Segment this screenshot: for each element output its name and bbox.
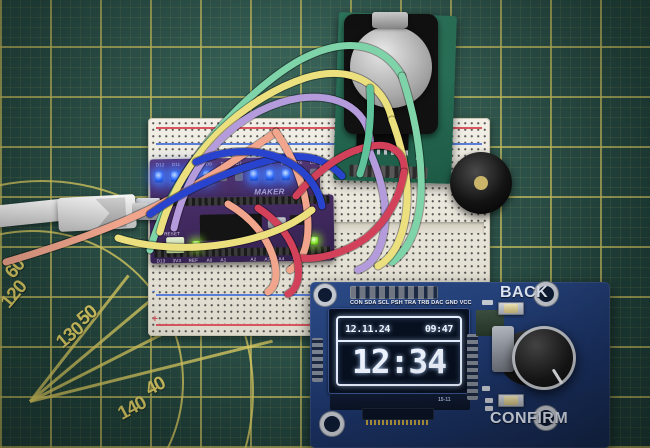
wire-green-3 [356,84,374,178]
breadboard-rail-blue-top [156,143,482,145]
back-button[interactable] [498,302,524,315]
wire-yellow-1 [156,70,396,236]
mounting-hole-bottom-right [538,410,554,426]
breadboard-rail-red-top [156,127,482,129]
side-header-left [312,338,323,382]
wire-purple-2 [354,148,389,274]
oled-ribbon-connector [362,408,434,420]
oled-screen: 12.11.24 09:47 12:34 [331,311,467,391]
coin-cell-battery [350,26,432,108]
wire-salmon-3 [224,200,280,296]
oled-ui-frame [336,316,462,386]
smd-resistor [482,300,490,305]
oled-ui-board: CON SDA SCL PSH TRA TRB DAC GND VCC 12.1… [310,282,610,448]
wire-purple-1 [170,93,374,232]
oled-ribbon [330,394,470,410]
wire-blue-2 [192,148,326,210]
oled-large-clock-text: 12:34 [351,342,447,381]
side-header-right [467,334,478,400]
wire-yellow-2 [374,116,411,270]
breadboard-minus-marker: - [152,286,156,297]
wire-yellow-3 [114,206,316,251]
rotary-encoder-knob[interactable] [512,326,576,390]
oled-ribbon-code: 15-11 [438,397,451,403]
breadboard-plus-marker: + [152,314,158,325]
confirm-label: CONFIRM [490,410,569,427]
smd-capacitor [485,398,493,403]
wire-blue-1 [146,153,346,218]
wire-crimson-1 [292,141,408,200]
confirm-button[interactable] [498,394,524,407]
wire-crimson-3 [254,204,302,298]
oled-divider [338,340,460,342]
wire-crimson-2 [294,168,408,262]
wire-green-2 [388,72,425,266]
smd-resistor [482,386,490,391]
back-label: BACK [500,284,549,301]
oled-date-text: 12.11.24 [345,324,390,335]
io-pin-header [350,286,438,299]
mounting-hole-top-right [538,286,554,302]
smd-capacitor [485,406,493,411]
mounting-hole-top-left [318,288,332,302]
coin-cell-clip [372,12,408,28]
mounting-hole-bottom-left [324,416,340,432]
encoder-mount-bracket [492,326,514,372]
oled-small-clock-text: 09:47 [424,324,454,335]
buzzer-vent-hole [474,176,488,190]
oled-ribbon-gold-contacts [366,420,430,425]
pin-header-labels: CON SDA SCL PSH TRA TRB DAC GND VCC [350,300,472,306]
